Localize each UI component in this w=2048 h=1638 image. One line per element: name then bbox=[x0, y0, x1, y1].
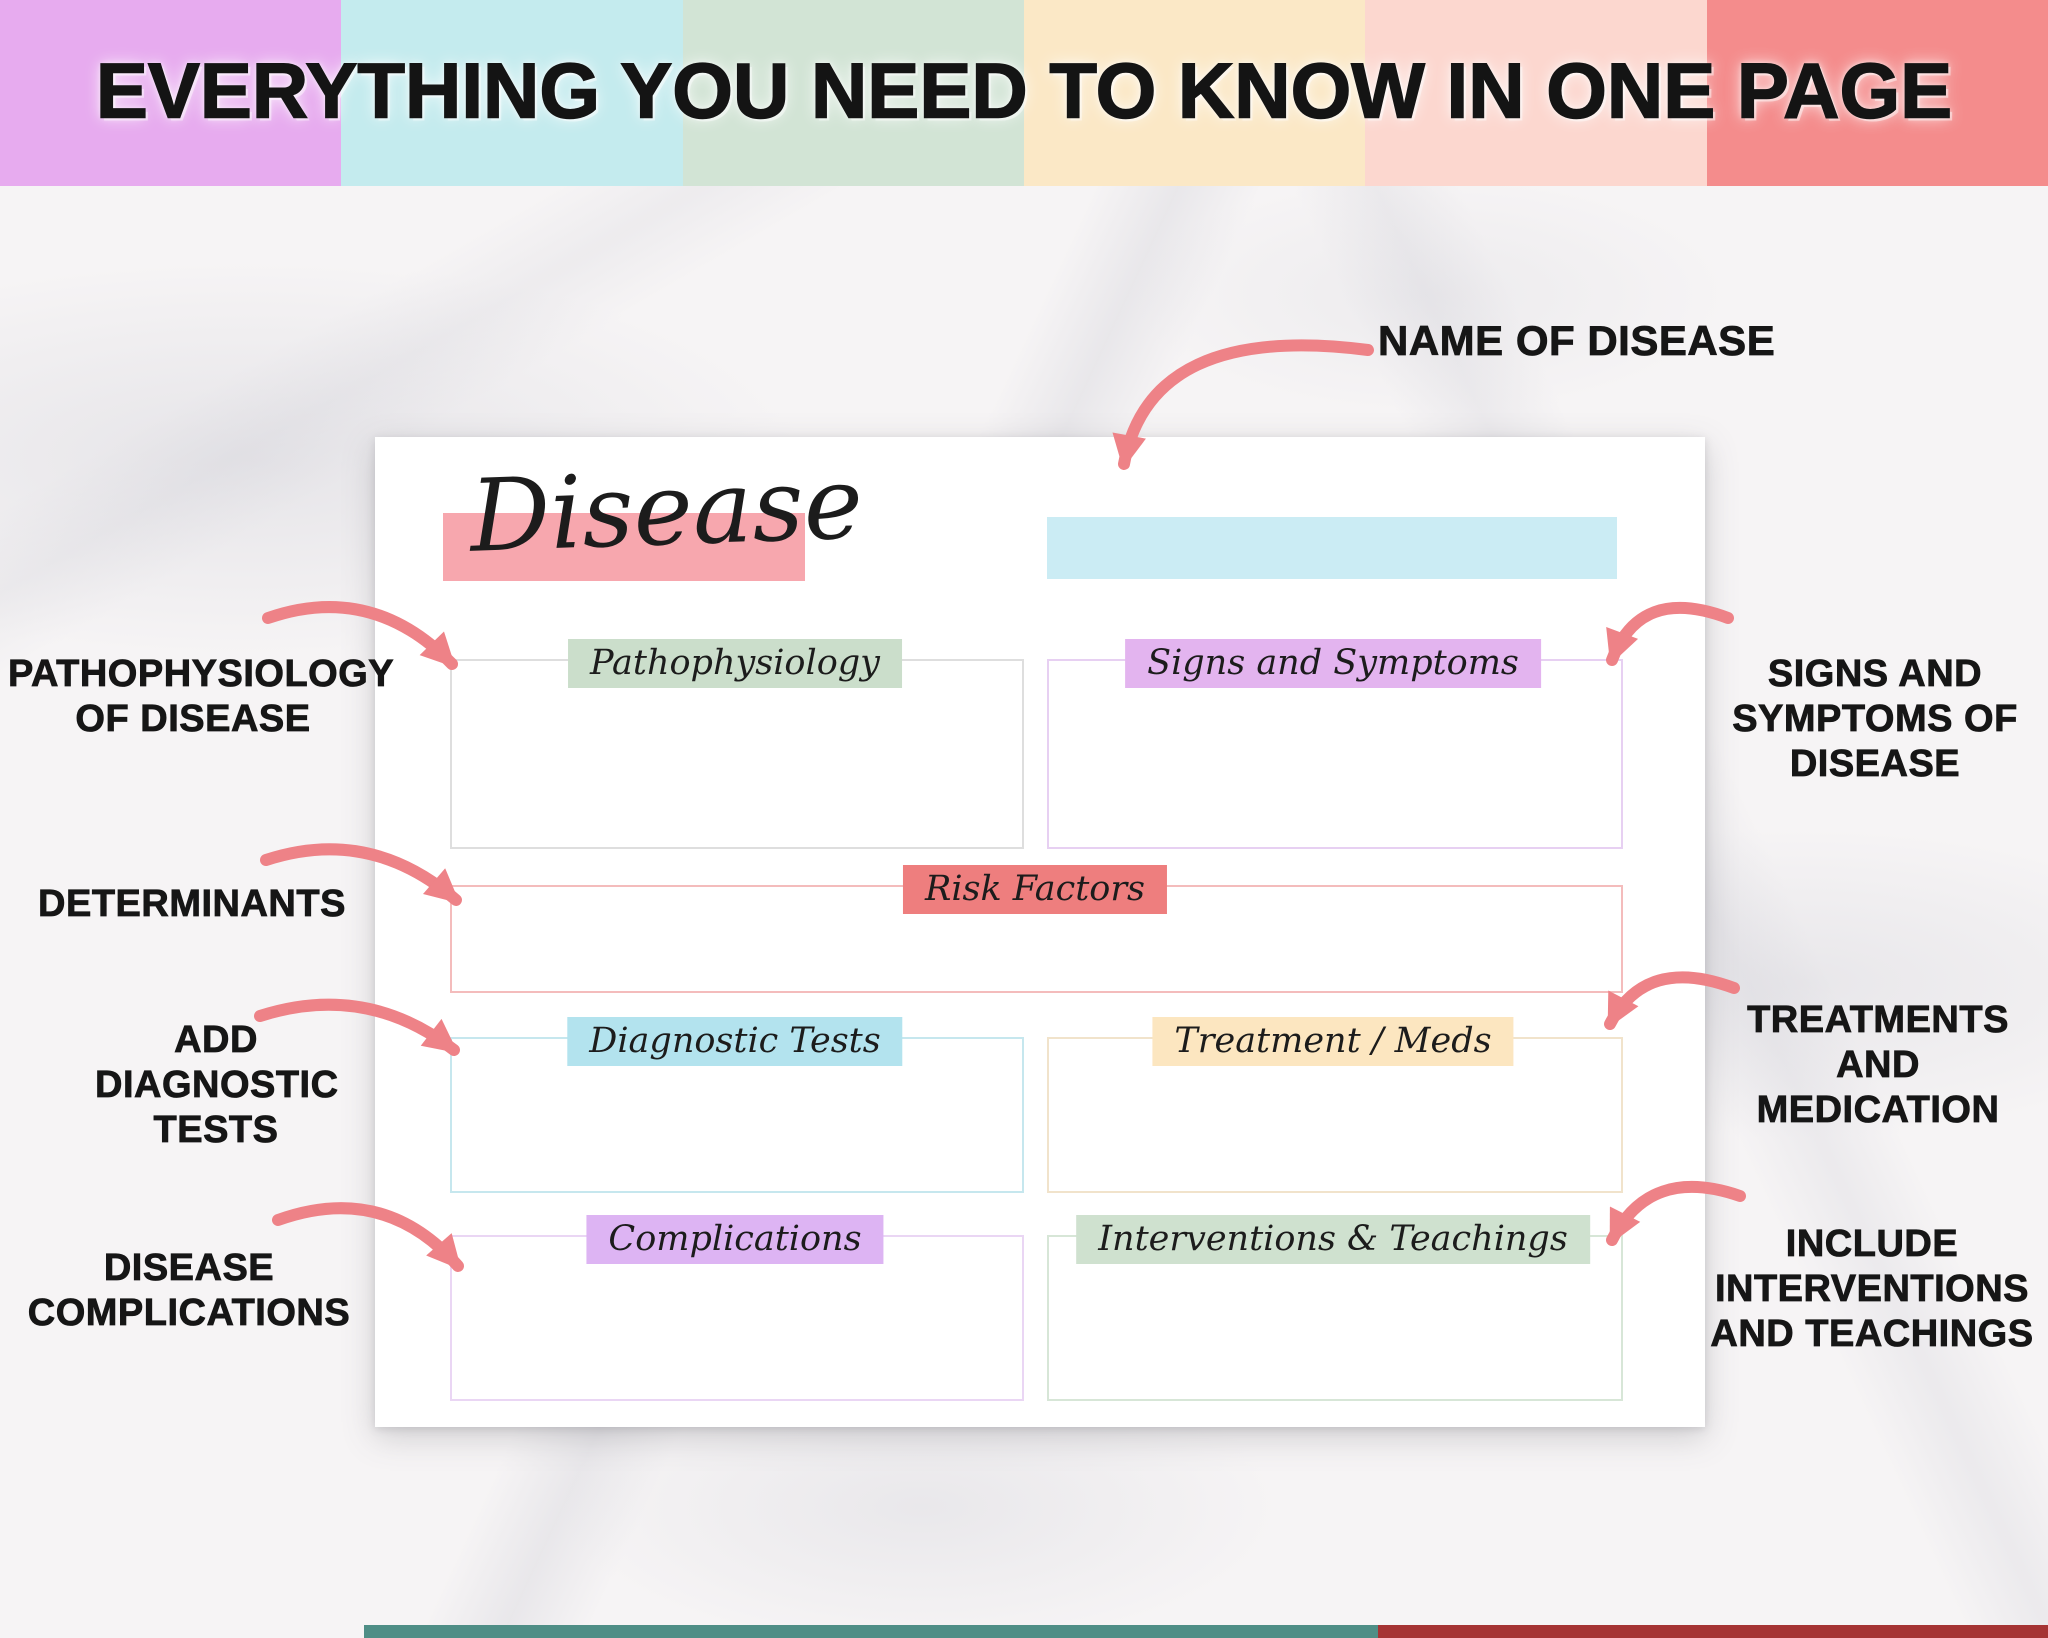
disease-template-page: Disease Pathophysiology Signs and Sympto… bbox=[375, 437, 1705, 1427]
complications-header: Complications bbox=[586, 1215, 884, 1264]
pathophysiology-box bbox=[450, 659, 1024, 849]
callout-signs-symptoms: SIGNS AND SYMPTOMS OF DISEASE bbox=[1732, 653, 2018, 785]
banner-title: EVERYTHING YOU NEED TO KNOW IN ONE PAGE bbox=[95, 46, 1953, 135]
banner-color-block bbox=[0, 0, 342, 186]
banner-color-block bbox=[341, 0, 683, 186]
risk-factors-label: Risk Factors bbox=[924, 869, 1146, 909]
signs-symptoms-box bbox=[1047, 659, 1623, 849]
page-title: Disease bbox=[468, 444, 865, 575]
callout-interventions: INCLUDE INTERVENTIONS AND TEACHINGS bbox=[1710, 1223, 2034, 1355]
banner-color-block bbox=[1365, 0, 1707, 186]
callout-disease-complications: DISEASE COMPLICATIONS bbox=[27, 1247, 351, 1335]
pathophysiology-header: Pathophysiology bbox=[568, 639, 902, 688]
signs-symptoms-label: Signs and Symptoms bbox=[1147, 643, 1519, 683]
disease-title-highlight bbox=[443, 513, 805, 581]
risk-factors-box bbox=[450, 885, 1623, 993]
disease-name-bar bbox=[1047, 517, 1617, 579]
treatment-meds-header: Treatment / Meds bbox=[1152, 1017, 1514, 1066]
treatment-meds-label: Treatment / Meds bbox=[1174, 1021, 1492, 1061]
interventions-label: Interventions & Teachings bbox=[1098, 1219, 1568, 1259]
banner-color-block bbox=[1706, 0, 2048, 186]
interventions-header: Interventions & Teachings bbox=[1076, 1215, 1590, 1264]
diagnostic-tests-header: Diagnostic Tests bbox=[567, 1017, 903, 1066]
banner-color-block bbox=[1023, 0, 1366, 186]
callout-pathophysiology: PATHOPHYSIOLOGY OF DISEASE bbox=[8, 653, 395, 741]
callout-diagnostic-tests: ADD DIAGNOSTIC TESTS bbox=[95, 1019, 339, 1151]
banner-color-block bbox=[682, 0, 1024, 186]
callout-determinants: DETERMINANTS bbox=[38, 883, 346, 926]
signs-symptoms-header: Signs and Symptoms bbox=[1125, 639, 1541, 688]
banner-color-blocks bbox=[0, 0, 2048, 186]
complications-label: Complications bbox=[608, 1219, 862, 1259]
pathophysiology-label: Pathophysiology bbox=[590, 643, 880, 683]
callout-name-of-disease: NAME OF DISEASE bbox=[1378, 317, 1776, 365]
bottom-strip-red bbox=[1378, 1625, 2048, 1638]
callout-treatments: TREATMENTS AND MEDICATION bbox=[1747, 999, 2009, 1131]
bottom-strip-teal bbox=[364, 1625, 1378, 1638]
diagnostic-tests-label: Diagnostic Tests bbox=[589, 1021, 881, 1061]
top-banner: EVERYTHING YOU NEED TO KNOW IN ONE PAGE bbox=[0, 0, 2048, 186]
risk-factors-header: Risk Factors bbox=[902, 865, 1168, 914]
